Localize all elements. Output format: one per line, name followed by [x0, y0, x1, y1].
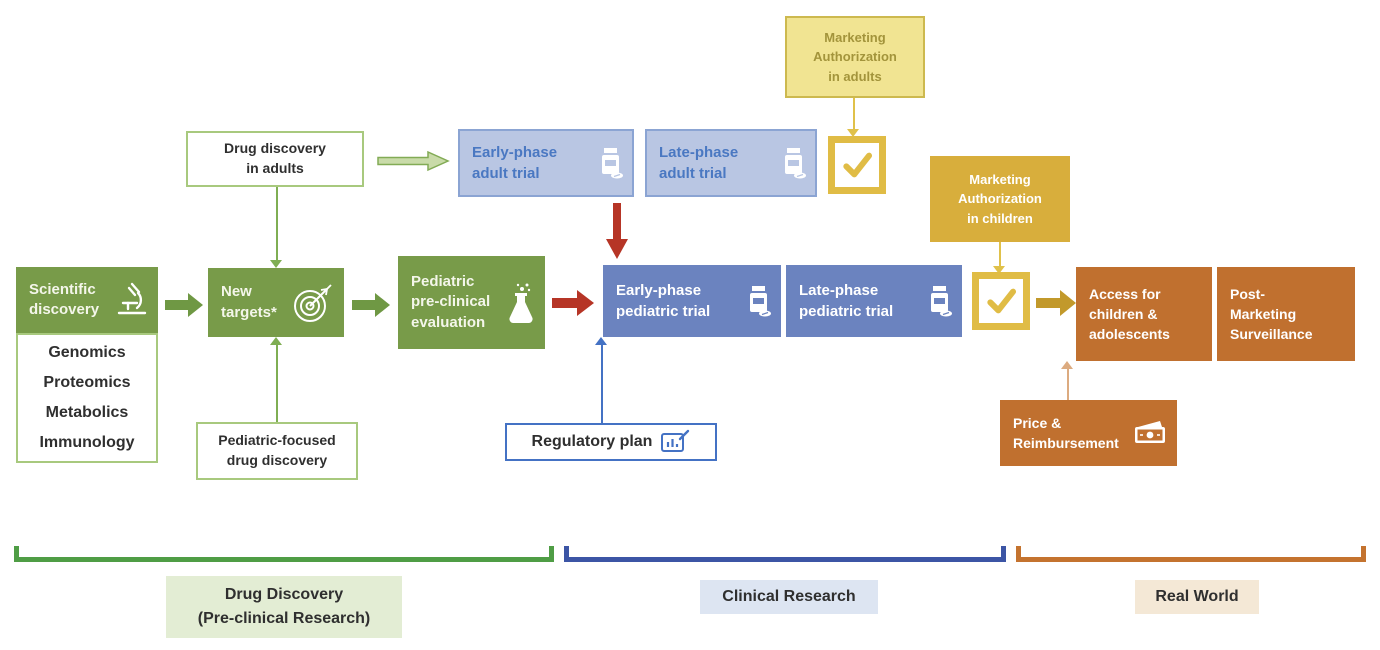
pediatric-preclinical-box: Pediatric pre-clinical evaluation	[398, 256, 545, 349]
early-phase-pediatric-trial-box: Early-phase pediatric trial	[603, 265, 781, 337]
post-marketing-surveillance-label: Post- Marketing Surveillance	[1230, 285, 1313, 343]
stage-label-clinical-research: Clinical Research	[700, 580, 878, 614]
price-reimbursement-box: Price & Reimbursement	[1000, 400, 1177, 466]
pill-bottle-icon	[785, 148, 806, 179]
post-marketing-surveillance-box: Post- Marketing Surveillance	[1217, 267, 1355, 361]
red-arrow-icon	[552, 290, 594, 316]
pill-bottle-icon	[602, 148, 623, 179]
arrowhead-pediatric-focused-to-targets	[270, 337, 282, 345]
arrowhead-price-to-access	[1061, 361, 1073, 369]
bracket-drug-discovery	[14, 546, 554, 562]
late-phase-adult-trial-label: Late-phase adult trial	[659, 144, 739, 182]
drug-discovery-adults-label: Drug discovery in adults	[224, 140, 326, 176]
scientific-discovery-box: Scientific discovery	[16, 267, 158, 333]
green-arrow-icon	[352, 293, 390, 317]
checkmark-icon	[843, 152, 872, 178]
late-phase-pediatric-trial-box: Late-phase pediatric trial	[786, 265, 962, 337]
pediatric-preclinical-label: Pediatric pre-clinical evaluation	[411, 273, 491, 331]
checkmark-icon	[987, 288, 1016, 314]
new-targets-label: New targets*	[221, 283, 277, 321]
omics-list-box: Genomics Proteomics Metabolics Immunolog…	[16, 333, 158, 463]
late-phase-adult-trial-box: Late-phase adult trial	[645, 129, 817, 197]
microscope-icon	[117, 282, 147, 315]
stage-label-real-world-text: Real World	[1155, 588, 1239, 605]
pill-bottle-icon	[750, 286, 771, 317]
approval-checkbox-adults	[828, 136, 886, 194]
pediatric-focused-label: Pediatric-focused drug discovery	[218, 432, 336, 468]
document-chart-icon	[661, 429, 690, 452]
flask-icon	[509, 283, 533, 323]
arrowhead-regulatory-plan	[595, 337, 607, 345]
price-reimbursement-label: Price & Reimbursement	[1013, 414, 1119, 451]
access-children-label: Access for children & adolescents	[1089, 285, 1170, 343]
connector-marketing-adults	[853, 98, 855, 129]
drug-discovery-adults-box: Drug discovery in adults	[186, 131, 364, 187]
pediatric-focused-box: Pediatric-focused drug discovery	[196, 422, 358, 480]
target-icon	[294, 283, 332, 322]
stage-label-clinical-research-text: Clinical Research	[722, 588, 856, 605]
marketing-authorization-adults-box: Marketing Authorization in adults	[785, 16, 925, 98]
arrowhead-adults-to-targets	[270, 260, 282, 268]
pill-bottle-icon	[931, 286, 952, 317]
early-phase-adult-trial-label: Early-phase adult trial	[472, 144, 558, 182]
bracket-clinical-research	[564, 546, 1006, 562]
regulatory-plan-label: Regulatory plan	[531, 433, 653, 450]
stage-label-drug-discovery-text: Drug Discovery (Pre-clinical Research)	[197, 586, 371, 627]
stage-label-real-world: Real World	[1135, 580, 1259, 614]
gold-arrow-icon	[1036, 290, 1076, 316]
light-green-arrow-icon	[377, 150, 450, 172]
wallet-icon	[1135, 421, 1165, 443]
approval-checkbox-children	[972, 272, 1030, 330]
arrowhead-marketing-children	[993, 266, 1005, 274]
connector-marketing-children	[999, 242, 1001, 268]
arrowhead-marketing-adults	[847, 129, 859, 137]
marketing-authorization-children-label: Marketing Authorization in children	[958, 171, 1042, 226]
regulatory-plan-box: Regulatory plan	[505, 423, 717, 461]
connector-price-to-access	[1067, 369, 1069, 400]
late-phase-pediatric-trial-label: Late-phase pediatric trial	[799, 282, 894, 320]
early-phase-pediatric-trial-label: Early-phase pediatric trial	[616, 282, 711, 320]
stage-label-drug-discovery: Drug Discovery (Pre-clinical Research)	[166, 576, 402, 638]
green-arrow-icon	[165, 293, 203, 317]
connector-regulatory-plan	[601, 345, 603, 423]
marketing-authorization-adults-label: Marketing Authorization in adults	[813, 29, 897, 84]
access-children-box: Access for children & adolescents	[1076, 267, 1212, 361]
connector-adults-to-targets	[276, 187, 278, 260]
early-phase-adult-trial-box: Early-phase adult trial	[458, 129, 634, 197]
red-down-arrow-icon	[606, 203, 628, 259]
omics-list: Genomics Proteomics Metabolics Immunolog…	[39, 344, 135, 451]
marketing-authorization-children-box: Marketing Authorization in children	[930, 156, 1070, 242]
scientific-discovery-label: Scientific discovery	[29, 280, 100, 318]
new-targets-box: New targets*	[208, 268, 344, 337]
connector-pediatric-focused-to-targets	[276, 345, 278, 422]
bracket-real-world	[1016, 546, 1366, 562]
